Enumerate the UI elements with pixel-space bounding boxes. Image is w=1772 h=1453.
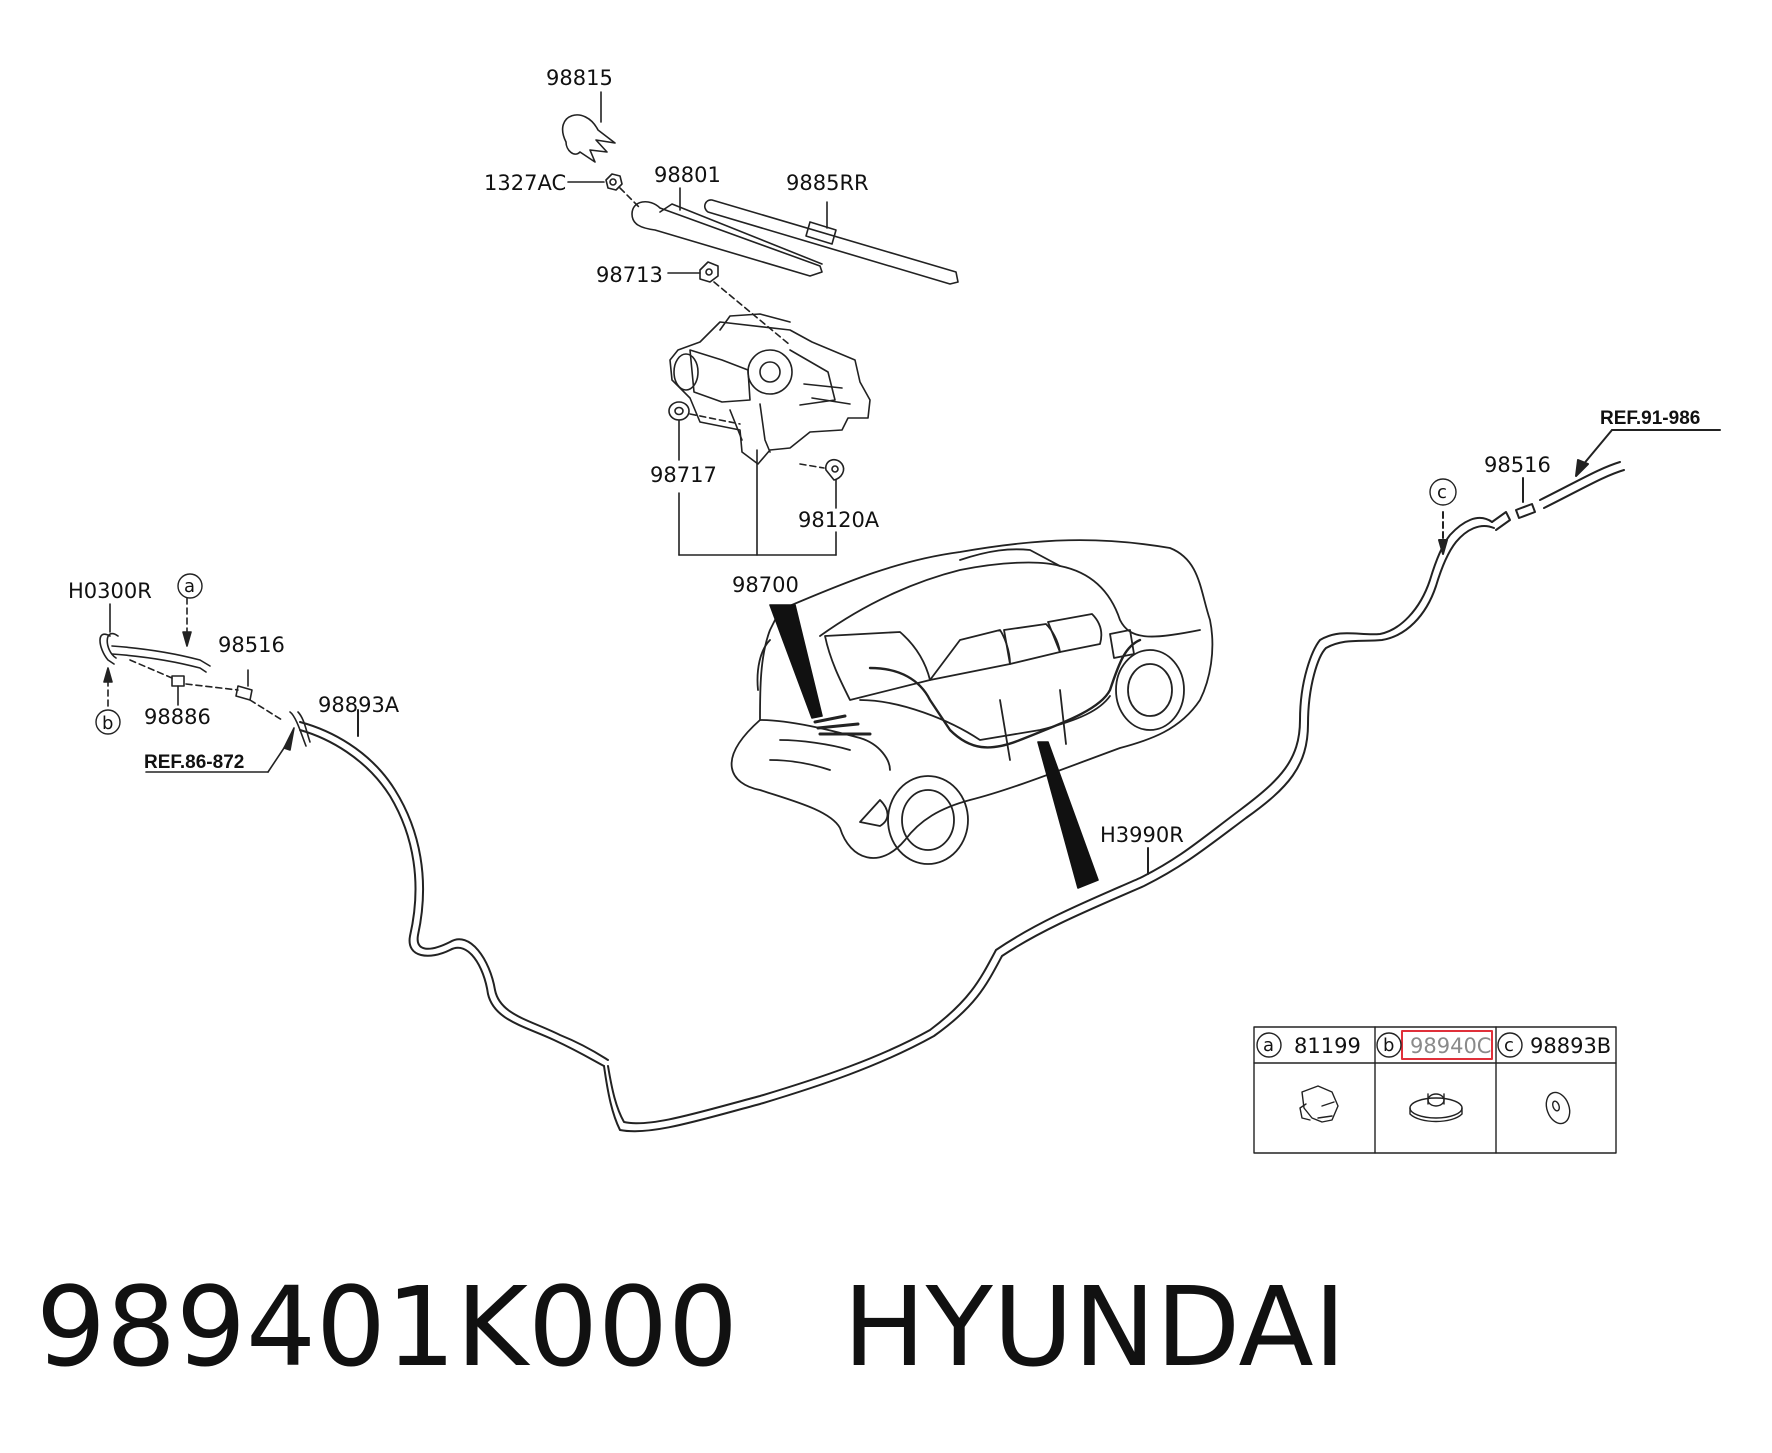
caption-part-number: 989401K000 xyxy=(36,1263,739,1391)
wiper-motor-98700 xyxy=(669,313,871,465)
label-98700: 98700 xyxy=(732,573,799,597)
part-labels: 98815 1327AC 98801 9885RR 98713 98717 98… xyxy=(68,66,1700,1058)
grommet-98713 xyxy=(667,261,791,346)
callout-c: c xyxy=(1437,482,1447,503)
label-98516-left: 98516 xyxy=(218,633,285,657)
caption-brand: HYUNDAI xyxy=(842,1263,1347,1391)
car-illustration xyxy=(730,539,1214,865)
callout-b: b xyxy=(102,713,113,734)
label-98516-right: 98516 xyxy=(1484,453,1551,477)
label-98713: 98713 xyxy=(596,263,663,287)
left-hose-group xyxy=(99,597,311,773)
label-H3990R: H3990R xyxy=(1100,823,1184,847)
legend-letter-c: c xyxy=(1504,1035,1514,1056)
label-H0300R: H0300R xyxy=(68,579,152,603)
washer-98717 xyxy=(668,401,741,461)
label-1327AC: 1327AC xyxy=(484,171,566,195)
label-ref-86-872: REF.86-872 xyxy=(144,752,244,773)
caption: 989401K000 HYUNDAI xyxy=(36,1272,1346,1382)
legend-part-a: 81199 xyxy=(1294,1034,1361,1058)
label-98815: 98815 xyxy=(546,66,613,90)
legend-letter-b: b xyxy=(1383,1035,1394,1056)
bracket-98700 xyxy=(678,449,837,556)
wiper-cap-98815 xyxy=(561,91,616,163)
label-9885RR: 9885RR xyxy=(786,171,869,195)
legend-part-b: 98940C xyxy=(1410,1034,1491,1058)
label-98886: 98886 xyxy=(144,705,211,729)
wiper-blade-9885RR xyxy=(703,199,959,285)
pointer-wedges xyxy=(769,604,1099,889)
label-98717: 98717 xyxy=(650,463,717,487)
label-98801: 98801 xyxy=(654,163,721,187)
label-98893A: 98893A xyxy=(318,693,400,717)
washer-hose-H3990R xyxy=(299,429,1721,1133)
legend-letter-a: a xyxy=(1263,1035,1274,1056)
legend-table xyxy=(1253,1026,1617,1154)
nut-1327AC xyxy=(567,173,641,209)
label-ref-91-986: REF.91-986 xyxy=(1600,408,1700,429)
legend-part-c: 98893B xyxy=(1530,1034,1611,1058)
highlight-box xyxy=(1401,1030,1493,1060)
label-98120A: 98120A xyxy=(798,508,880,532)
callout-a: a xyxy=(184,576,195,597)
callout-circles xyxy=(95,478,1523,1058)
nozzle-98120A xyxy=(799,458,845,509)
wiper-arm-98801 xyxy=(631,187,823,277)
